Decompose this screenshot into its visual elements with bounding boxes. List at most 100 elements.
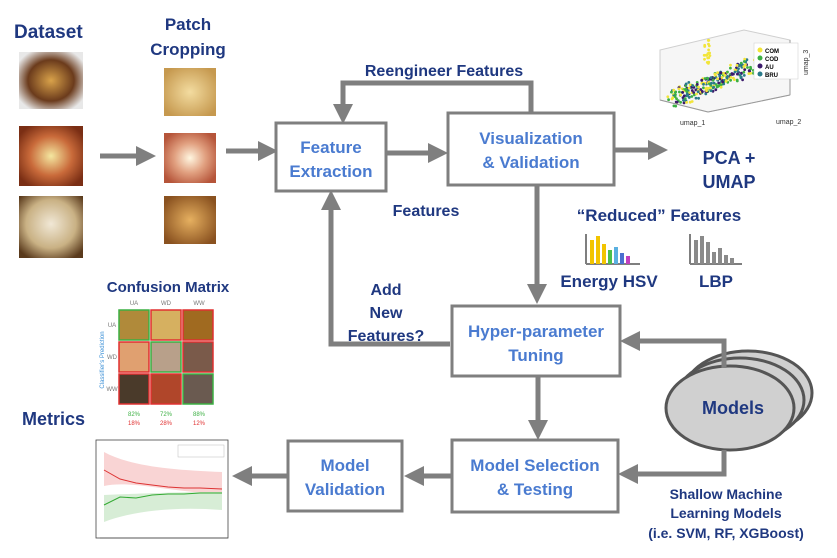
cm-cell [118,341,150,373]
legend-cod: COD [765,57,779,63]
scatter-point [747,69,751,72]
scatter-point [707,42,710,46]
cm-score-bottom-3: 12% [193,421,206,427]
patch-image-2 [164,133,216,183]
scatter-point [675,97,678,100]
scatter-point [695,92,698,96]
reengineer-label: Reengineer Features [365,63,523,80]
legend-bru: BRU [765,73,778,79]
scatter-point [699,88,703,91]
scatter-point [745,58,749,62]
scatter-point [670,90,673,94]
scatter-point [666,95,670,99]
cm-score-bottom-1: 18% [128,421,141,427]
scatter-point [735,63,739,67]
cm-cell [118,373,150,405]
scatter-point [732,78,736,81]
scatter-point [719,85,723,89]
shallow-line2: Learning Models [670,505,781,521]
hyper-line2: Tuning [508,346,563,365]
scatter-point [723,73,727,77]
scatter-point [736,72,739,76]
scatter-point [682,94,686,98]
scatter-point [703,77,707,80]
arrow-models-to-hyper [620,331,727,368]
scatter-point [736,70,740,73]
cm-col-wd: WD [161,301,172,307]
scatter-point [721,71,725,75]
validation-line2: Validation [305,480,385,499]
scatter-point [742,70,746,74]
add-features-line1: Add [370,282,401,299]
scatter-point [695,83,699,86]
scatter-point [713,72,717,76]
scatter-point [687,81,691,84]
scatter-point [688,100,692,104]
scatter-point [742,65,746,68]
scatter-point [743,57,747,61]
dataset-image-2 [19,126,83,186]
scatter-point [729,78,732,82]
selection-line1: Model Selection [470,456,599,475]
scatter-point [672,88,676,92]
patch-label-line1: Patch [165,15,211,34]
hyper-parameter-box [450,304,622,378]
scatter-point [718,77,722,81]
scatter-point [703,45,707,48]
scatter-point [685,101,688,104]
scatter-point [687,96,691,99]
cm-row-wd: WD [107,355,118,361]
feature-extraction-line2: Extraction [289,162,372,181]
umap-scatter-plot: COM COD AU BRU umap_1 umap_2 umap_3 [659,29,810,127]
cm-cell [182,341,214,373]
scatter-point [739,76,743,80]
scatter-point [706,39,710,42]
scatter-point [688,83,692,87]
models-ellipse [664,364,796,452]
scatter-point [687,86,691,90]
scatter-point [701,90,704,93]
scatter-point [691,84,695,87]
reengineer-loop-arrow [333,80,534,124]
scatter-point [712,85,715,89]
scatter-point [741,78,744,82]
cm-score-top-2: 72% [160,412,173,418]
scatter-point [684,82,688,86]
scatter-point [694,96,698,100]
lbp-label: LBP [699,272,733,291]
scatter-point [729,76,733,79]
scatter-point [717,81,721,85]
scatter-point [672,104,676,108]
validation-line1: Model [320,456,369,475]
scatter-point [679,93,683,97]
dataset-image-3 [19,196,83,258]
cm-score-top-1: 82% [128,412,141,418]
scatter-point [674,100,678,104]
legend-com: COM [765,49,779,55]
scatter-point [692,93,696,97]
cm-col-ua: UA [130,301,138,307]
scatter-point [735,79,739,83]
scatter-point [695,81,699,84]
energy-hsv-histogram-icon [585,234,640,265]
scatter-point [682,98,685,102]
scatter-point [673,95,677,98]
scatter-point [729,66,732,70]
scatter-point [707,48,710,52]
scatter-point [738,73,742,77]
cm-cell [150,309,182,341]
patch-image-3 [164,196,216,244]
scatter-point [684,87,688,91]
scatter-point [726,75,729,78]
scatter-point [704,87,708,91]
scatter-point [720,76,724,79]
scatter-point [737,67,740,70]
scatter-point [700,78,704,82]
scatter-point [697,85,700,89]
scatter-point [709,89,713,93]
cm-cell [182,309,214,341]
visualization-box [446,111,616,187]
scatter-point [704,92,708,96]
scatter-point [677,87,681,91]
selection-line2: & Testing [497,480,573,499]
